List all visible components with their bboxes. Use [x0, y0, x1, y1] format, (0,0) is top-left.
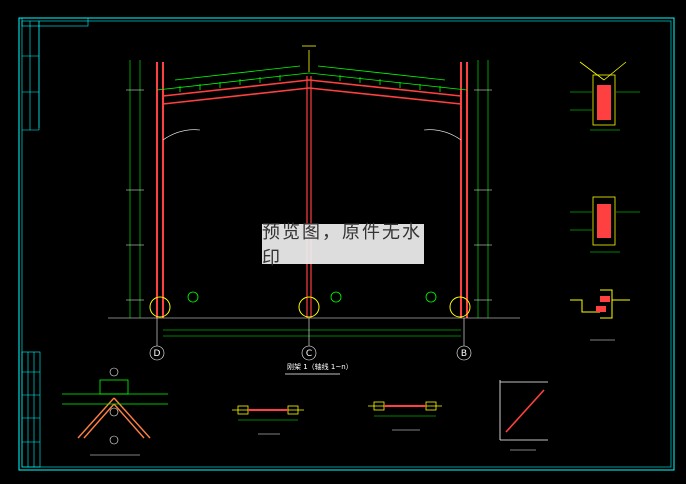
detail-diagonal-brace: [499, 380, 548, 441]
frame-rafters: [162, 79, 462, 105]
main-frame-caption: 刚架 1（轴线 1~n）: [287, 363, 353, 371]
grid-axis-b-label: B: [461, 349, 467, 359]
haunch-braces: [162, 129, 462, 141]
grid-axis-d-label: D: [154, 349, 161, 359]
detail-purlin-fill: [596, 296, 610, 312]
frame-columns: [156, 62, 468, 318]
detail-node-top: [579, 61, 627, 126]
detail-node-mid-bolts: [597, 204, 611, 238]
dimension-ticks: [126, 89, 492, 301]
purlin-ticks: [179, 75, 441, 92]
detail-brace-beam: [62, 379, 168, 405]
diagonal-brace-bar: [505, 389, 545, 433]
detail-callouts: [187, 291, 437, 303]
detail-node-top-lines: [570, 91, 640, 131]
top-left-tab: [21, 17, 89, 27]
grid-axis-c-label: C: [306, 349, 312, 359]
detail-node-mid: [592, 196, 616, 246]
inner-border: [21, 20, 672, 468]
watermark-overlay: 预览图，原件无水印: [262, 222, 424, 269]
column-bases: [149, 296, 471, 318]
ridge-marker: [302, 45, 316, 72]
left-title-strip: [22, 21, 40, 131]
detail-node-top-bolts: [597, 85, 611, 120]
bottom-left-table: [21, 351, 41, 468]
dimension-lines: [129, 60, 489, 337]
detail-brace-node: [77, 397, 151, 439]
grid-axes: [149, 318, 472, 361]
detail-purlin-connection: [570, 289, 630, 319]
sheet-border: [18, 17, 675, 471]
detail-brace-circles: [109, 367, 119, 445]
detail-node-mid-lines: [570, 211, 640, 253]
roof-line: [156, 65, 468, 91]
